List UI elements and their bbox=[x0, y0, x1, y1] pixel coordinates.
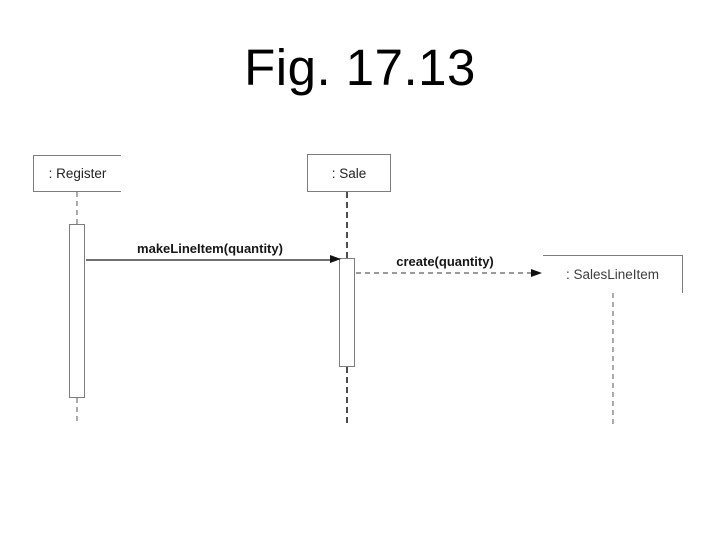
arrowhead-icon bbox=[531, 268, 542, 277]
activation-bar-register bbox=[69, 224, 85, 398]
object-label-sale: : Sale bbox=[331, 165, 367, 181]
object-box-sale: : Sale bbox=[307, 154, 391, 192]
lifeline-sale-lower bbox=[346, 367, 348, 423]
lifeline-register-upper bbox=[76, 192, 78, 224]
message-label-makelineitem: makeLineItem(quantity) bbox=[137, 241, 283, 256]
message-label-create: create(quantity) bbox=[396, 254, 494, 269]
object-box-register: : Register bbox=[33, 155, 121, 192]
message-line-makelineitem bbox=[86, 258, 330, 261]
activation-bar-sale bbox=[339, 258, 355, 367]
object-box-saleslineitem: : SalesLineItem bbox=[543, 255, 683, 293]
lifeline-sale-upper bbox=[346, 192, 348, 258]
arrowhead-icon bbox=[330, 255, 341, 263]
page-title: Fig. 17.13 bbox=[244, 39, 476, 96]
lifeline-register-lower bbox=[76, 398, 78, 424]
lifeline-saleslineitem bbox=[612, 293, 614, 425]
object-label-register: : Register bbox=[48, 166, 107, 181]
object-label-saleslineitem: : SalesLineItem bbox=[565, 267, 660, 282]
message-line-create bbox=[356, 272, 531, 274]
